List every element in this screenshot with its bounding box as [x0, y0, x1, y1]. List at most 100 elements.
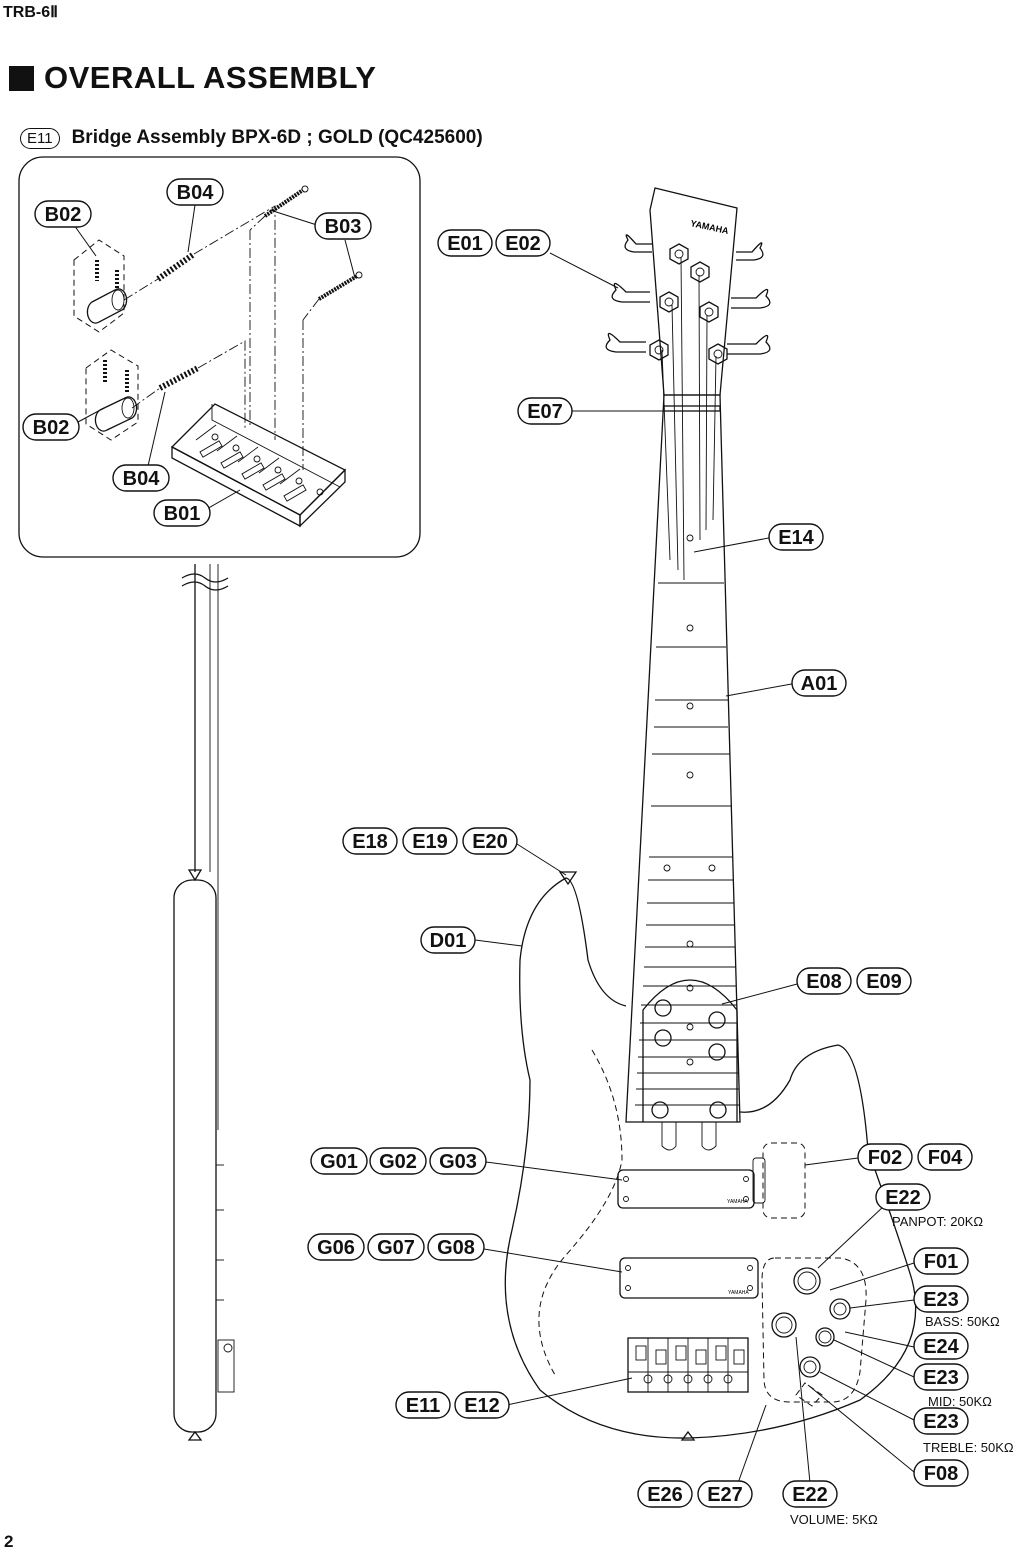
callout-e22-volume: E22	[782, 1480, 838, 1508]
callout-e14: E14	[768, 523, 824, 551]
note-bass: BASS: 50KΩ	[925, 1314, 1000, 1329]
svg-text:B03: B03	[325, 216, 362, 238]
callout-e26: E26	[637, 1480, 693, 1508]
svg-text:G07: G07	[377, 1237, 415, 1259]
callout-e11: E11	[395, 1391, 451, 1419]
svg-text:E07: E07	[527, 401, 563, 423]
svg-text:E22: E22	[885, 1187, 921, 1209]
callout-f04: F04	[917, 1143, 973, 1171]
svg-text:E23: E23	[923, 1289, 959, 1311]
svg-text:B04: B04	[123, 468, 161, 490]
frets	[635, 582, 739, 1106]
svg-text:E12: E12	[464, 1395, 500, 1417]
alignment-lines	[123, 205, 320, 470]
bridge	[627, 1337, 749, 1393]
callout-e12: E12	[454, 1391, 510, 1419]
svg-text:E14: E14	[778, 527, 814, 549]
callout-f02: F02	[857, 1143, 913, 1171]
callout-g08: G08	[427, 1233, 485, 1261]
control-knobs	[771, 1267, 851, 1407]
body-contour-dashed	[538, 1049, 623, 1376]
svg-text:E02: E02	[505, 233, 541, 255]
neck-pickup-logo: YAMAHA	[727, 1199, 748, 1205]
svg-text:F04: F04	[928, 1147, 963, 1169]
svg-text:G08: G08	[437, 1237, 475, 1259]
inset-frame	[18, 156, 421, 558]
note-treble: TREBLE: 50KΩ	[923, 1440, 1014, 1455]
strap-button-bottom	[680, 1430, 696, 1441]
svg-text:B01: B01	[164, 503, 201, 525]
saddle-hex-top	[73, 239, 125, 333]
svg-text:A01: A01	[801, 673, 838, 695]
bridge-base-plate	[170, 403, 347, 528]
spring-bottom	[158, 365, 200, 391]
body-outline	[504, 877, 917, 1439]
callout-a01: A01	[791, 669, 847, 697]
mounting-screws	[263, 185, 363, 301]
battery-cover-dashed	[762, 1142, 806, 1219]
callout-inset-b02-top: B02	[34, 200, 92, 228]
strap-button-top	[558, 871, 578, 886]
callout-e23-bass: E23	[913, 1285, 969, 1313]
headstock-logo: YAMAHA	[690, 218, 730, 236]
model-number: TRB-6Ⅱ	[3, 4, 58, 21]
subassembly-tag: E11	[20, 127, 60, 149]
callout-e22-panpot: E22	[875, 1183, 931, 1211]
svg-text:G01: G01	[320, 1151, 358, 1173]
control-cavity-dashed	[761, 1257, 867, 1403]
svg-text:E22: E22	[792, 1484, 828, 1506]
callout-e07: E07	[517, 397, 573, 425]
svg-text:G02: G02	[379, 1151, 417, 1173]
bass-side-view	[173, 564, 235, 1441]
callout-inset-b03: B03	[314, 212, 372, 240]
callout-e19: E19	[402, 827, 458, 855]
side-body	[173, 879, 217, 1433]
saddle-hex-bottom	[85, 349, 139, 441]
leader-lines	[474, 252, 915, 1484]
svg-text:F01: F01	[924, 1251, 958, 1273]
tuning-pegs-right	[727, 242, 771, 355]
callout-inset-b04-top: B04	[166, 178, 224, 206]
callout-e27: E27	[697, 1480, 753, 1508]
callout-inset-b01: B01	[153, 499, 211, 527]
svg-text:E09: E09	[866, 971, 902, 993]
callout-e08: E08	[796, 967, 852, 995]
note-volume: VOLUME: 5KΩ	[790, 1512, 878, 1527]
callout-g06: G06	[307, 1233, 365, 1261]
callout-f01: F01	[913, 1247, 969, 1275]
svg-text:E23: E23	[923, 1411, 959, 1433]
callout-e20: E20	[462, 827, 518, 855]
callout-inset-b04-bottom: B04	[112, 464, 170, 492]
svg-text:E11: E11	[406, 1395, 440, 1417]
subassembly-heading: E11 Bridge Assembly BPX-6D ; GOLD (QC425…	[20, 125, 483, 151]
callout-e18: E18	[342, 827, 398, 855]
bridge-pickup: YAMAHA	[619, 1257, 759, 1299]
svg-text:E20: E20	[472, 831, 508, 853]
callout-g07: G07	[367, 1233, 425, 1261]
bass-front-view: YAMAHA	[474, 187, 917, 1484]
callout-labels: B04 B02 B03 B02 B04 B01 E01 E02	[22, 178, 1014, 1527]
svg-text:E01: E01	[447, 233, 483, 255]
strings	[661, 256, 717, 581]
svg-text:G06: G06	[317, 1237, 355, 1259]
tuning-pegs-left	[605, 234, 652, 353]
callout-e09: E09	[856, 967, 912, 995]
svg-text:G03: G03	[439, 1151, 477, 1173]
subassembly-title: Bridge Assembly BPX-6D ; GOLD (QC425600)	[71, 127, 483, 148]
svg-text:E26: E26	[647, 1484, 683, 1506]
callout-g02: G02	[369, 1147, 427, 1175]
neck-joint-plate	[642, 979, 738, 1151]
bridge-pickup-logo: YAMAHA	[728, 1290, 749, 1296]
callout-e02: E02	[495, 229, 551, 257]
callout-d01: D01	[420, 926, 476, 954]
neck-pickup: YAMAHA	[617, 1169, 755, 1209]
callout-inset-b02-bottom: B02	[22, 413, 80, 441]
nut	[663, 405, 721, 412]
tuner-posts	[649, 243, 728, 365]
svg-text:E24: E24	[923, 1336, 959, 1358]
svg-text:D01: D01	[430, 930, 467, 952]
note-mid: MID: 50KΩ	[928, 1394, 992, 1409]
page-number: 2	[4, 1532, 14, 1551]
callout-e23-mid: E23	[913, 1363, 969, 1391]
